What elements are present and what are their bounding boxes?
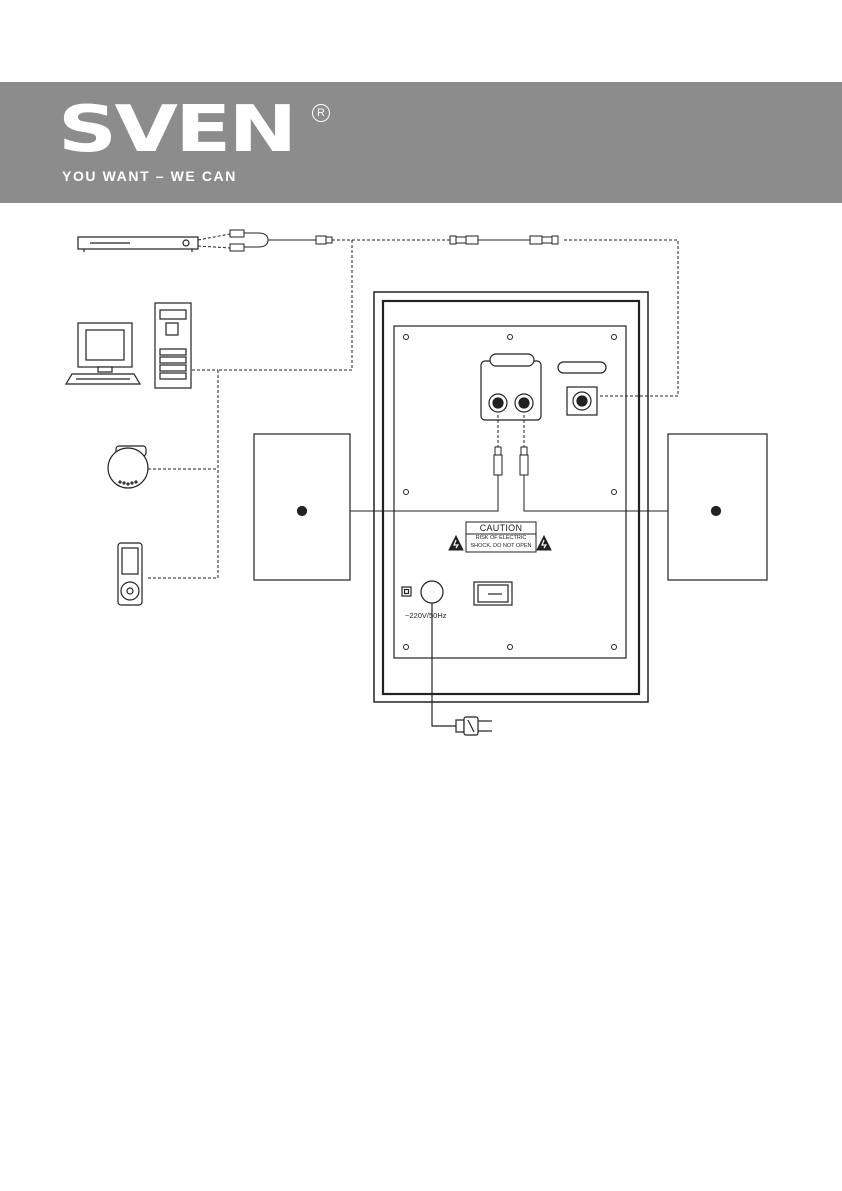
caution-title: CAUTION — [479, 523, 523, 533]
screw-holes — [403, 334, 617, 650]
rca-cable — [197, 229, 333, 252]
satellite-speaker-right — [667, 433, 768, 581]
source-cables — [147, 239, 679, 579]
caution-text-line2: SHOCK. DO NOT OPEN — [470, 543, 532, 549]
warning-icon — [453, 539, 548, 549]
speaker-output-jacks — [480, 353, 542, 421]
satellite-speaker-left — [253, 433, 351, 581]
power-rating-label: ~220V/50Hz — [405, 611, 447, 620]
registered-trademark-icon: R — [312, 104, 330, 122]
cd-player-icon — [107, 445, 149, 489]
sven-logo: SVEN — [58, 93, 297, 167]
subwoofer-rear-panel — [373, 291, 649, 703]
caution-text-line1: RISK OF ELECTRIC — [475, 535, 527, 541]
header-banner — [0, 82, 842, 203]
jack-connectors-top — [449, 235, 559, 245]
caution-label — [448, 521, 552, 553]
speaker-plugs — [302, 415, 716, 512]
mp3-player-icon — [117, 542, 143, 606]
brand-slogan: YOU WANT – WE CAN — [62, 168, 237, 184]
power-section — [401, 580, 513, 606]
power-plug-icon — [431, 603, 492, 736]
computer-icon — [64, 302, 192, 389]
audio-input-jack — [557, 361, 607, 416]
dvd-player-icon — [77, 236, 199, 252]
